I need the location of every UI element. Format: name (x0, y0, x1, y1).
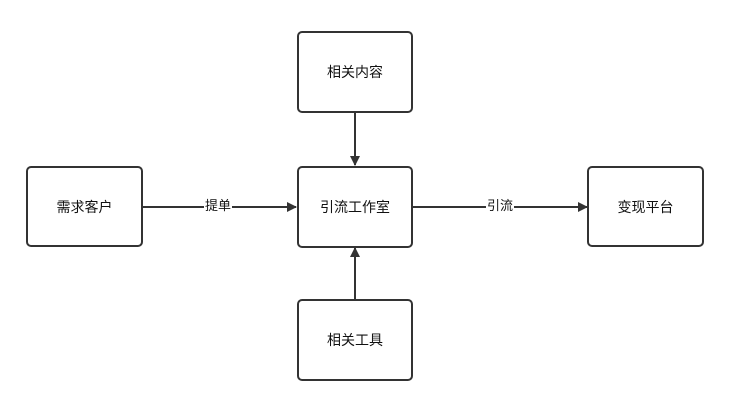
node-demand-customer-label: 需求客户 (56, 199, 113, 216)
edge-label-traffic: 引流 (486, 199, 515, 215)
node-related-tools-label: 相关工具 (327, 333, 383, 349)
node-traffic-studio: 引流工作室 (297, 166, 413, 248)
node-demand-customer: 需求客户 (26, 166, 143, 247)
node-related-content-label: 相关内容 (327, 65, 383, 81)
node-related-content: 相关内容 (297, 31, 413, 113)
edge-label-order: 提单 (204, 199, 233, 215)
node-traffic-studio-label: 引流工作室 (320, 200, 390, 216)
node-related-tools: 相关工具 (297, 299, 413, 381)
node-monetization-platform-label: 变现平台 (617, 199, 674, 216)
node-monetization-platform: 变现平台 (587, 166, 704, 247)
